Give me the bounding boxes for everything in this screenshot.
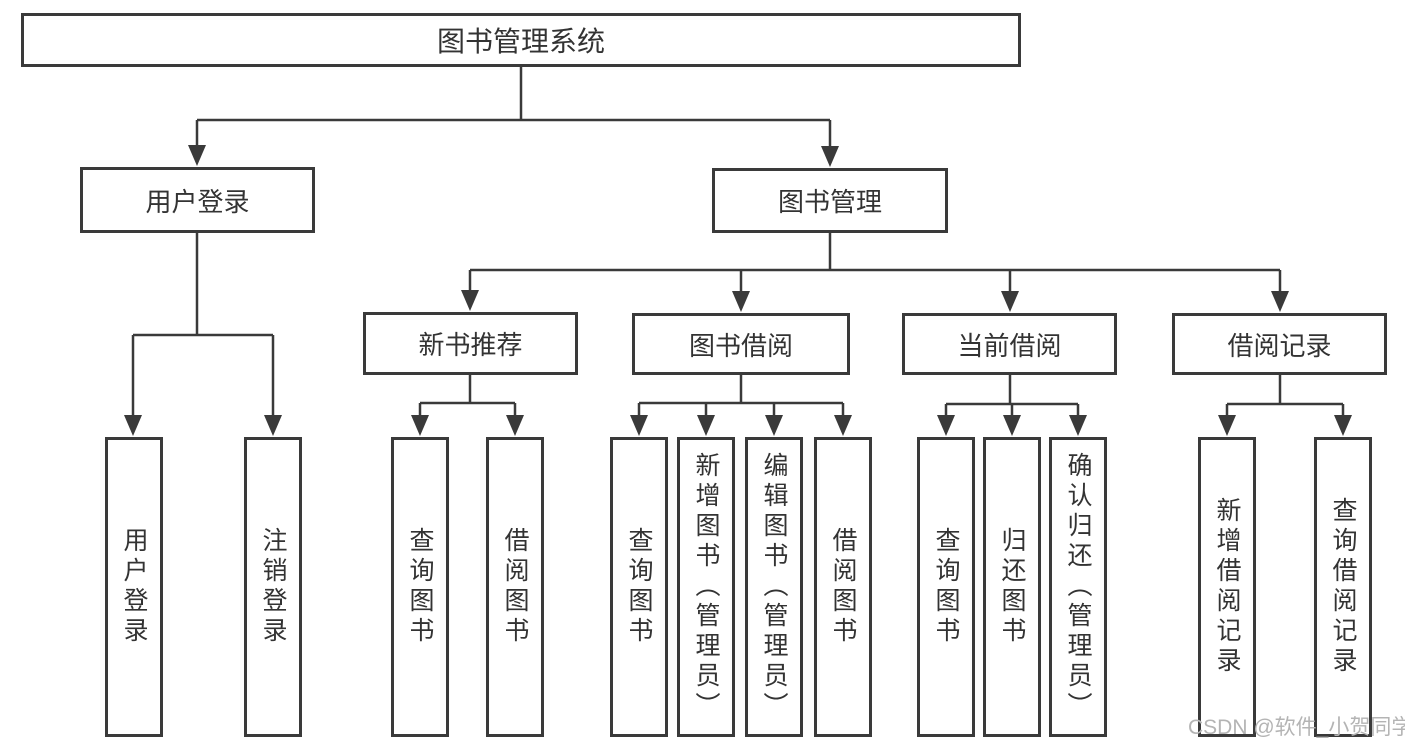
connector-book-borrowing-to-leaves bbox=[637, 375, 845, 416]
node-book-management-label: 图书管理 bbox=[777, 187, 882, 217]
node-root-system: 图书管理系统 bbox=[21, 13, 1021, 67]
arrowhead-book-management bbox=[821, 146, 839, 167]
arrowhead-new-book-recommend bbox=[461, 290, 479, 311]
leaf-bb-add-books-admin-label: 新增图书（管理员） bbox=[692, 452, 720, 722]
arrowhead-bb-query bbox=[630, 415, 648, 436]
csdn-watermark: CSDN @软件_小贺同学 bbox=[1188, 716, 1405, 739]
node-book-management: 图书管理 bbox=[712, 168, 948, 233]
connector-book-management-to-level3 bbox=[468, 233, 1282, 292]
arrowhead-cb-query bbox=[937, 415, 955, 436]
leaf-nb-borrow-books: 借阅图书 bbox=[486, 437, 544, 737]
leaf-logout-label: 注销登录 bbox=[259, 527, 287, 647]
leaf-bb-borrow-books: 借阅图书 bbox=[814, 437, 872, 737]
leaf-br-query-record: 查询借阅记录 bbox=[1314, 437, 1372, 737]
node-current-borrowing: 当前借阅 bbox=[902, 313, 1117, 375]
leaf-cb-query-books-label: 查询图书 bbox=[932, 527, 960, 647]
arrowhead-borrowing-records bbox=[1271, 291, 1289, 312]
arrowhead-br-query bbox=[1334, 415, 1352, 436]
leaf-bb-edit-books-admin: 编辑图书（管理员） bbox=[745, 437, 803, 737]
leaf-bb-borrow-books-label: 借阅图书 bbox=[829, 527, 857, 647]
node-book-borrowing-label: 图书借阅 bbox=[688, 330, 793, 361]
arrowhead-leaf-logout bbox=[264, 415, 282, 436]
connector-new-book-recommend-to-leaves bbox=[418, 375, 517, 416]
leaf-cb-confirm-return-admin: 确认归还（管理员） bbox=[1049, 437, 1107, 737]
leaf-user-login-label: 用户登录 bbox=[120, 527, 148, 647]
arrowhead-bb-borrow bbox=[834, 415, 852, 436]
arrowhead-book-borrowing bbox=[732, 291, 750, 312]
arrowhead-bb-edit bbox=[765, 415, 783, 436]
arrowhead-br-add bbox=[1218, 415, 1236, 436]
leaf-bb-add-books-admin: 新增图书（管理员） bbox=[677, 437, 735, 737]
node-user-login-label: 用户登录 bbox=[145, 186, 250, 217]
node-user-login: 用户登录 bbox=[80, 167, 315, 233]
connector-borrowing-records-to-leaves bbox=[1225, 375, 1345, 416]
connector-user-login-to-leaves bbox=[131, 233, 275, 416]
leaf-cb-confirm-return-admin-label: 确认归还（管理员） bbox=[1064, 452, 1092, 722]
arrowhead-current-borrowing bbox=[1001, 291, 1019, 312]
leaf-cb-query-books: 查询图书 bbox=[917, 437, 975, 737]
connector-root-to-level2 bbox=[195, 67, 832, 147]
leaf-cb-return-books: 归还图书 bbox=[983, 437, 1041, 737]
arrowhead-leaf-user-login bbox=[124, 415, 142, 436]
node-borrowing-records: 借阅记录 bbox=[1172, 313, 1387, 375]
leaf-bb-edit-books-admin-label: 编辑图书（管理员） bbox=[760, 452, 788, 722]
arrowhead-cb-confirm bbox=[1069, 415, 1087, 436]
leaf-bb-query-books-label: 查询图书 bbox=[625, 527, 653, 647]
arrowhead-nb-query bbox=[411, 415, 429, 436]
leaf-bb-query-books: 查询图书 bbox=[610, 437, 668, 737]
arrowhead-cb-return bbox=[1003, 415, 1021, 436]
node-new-book-recommend: 新书推荐 bbox=[363, 312, 578, 375]
node-root-label: 图书管理系统 bbox=[436, 26, 605, 57]
node-current-borrowing-label: 当前借阅 bbox=[957, 330, 1062, 361]
leaf-user-login: 用户登录 bbox=[105, 437, 163, 737]
leaf-nb-query-books-label: 查询图书 bbox=[406, 527, 434, 647]
connector-current-borrowing-to-leaves bbox=[944, 375, 1080, 416]
node-book-borrowing: 图书借阅 bbox=[632, 313, 850, 375]
leaf-br-query-record-label: 查询借阅记录 bbox=[1329, 497, 1357, 677]
leaf-br-add-record-label: 新增借阅记录 bbox=[1213, 497, 1241, 677]
arrowhead-user-login bbox=[188, 145, 206, 166]
leaf-cb-return-books-label: 归还图书 bbox=[998, 527, 1026, 647]
leaf-br-add-record: 新增借阅记录 bbox=[1198, 437, 1256, 737]
node-new-book-recommend-label: 新书推荐 bbox=[418, 330, 523, 360]
arrowhead-bb-add bbox=[697, 415, 715, 436]
leaf-nb-borrow-books-label: 借阅图书 bbox=[501, 527, 529, 647]
arrowhead-nb-borrow bbox=[506, 415, 524, 436]
leaf-nb-query-books: 查询图书 bbox=[391, 437, 449, 737]
node-borrowing-records-label: 借阅记录 bbox=[1227, 330, 1332, 361]
leaf-logout: 注销登录 bbox=[244, 437, 302, 737]
